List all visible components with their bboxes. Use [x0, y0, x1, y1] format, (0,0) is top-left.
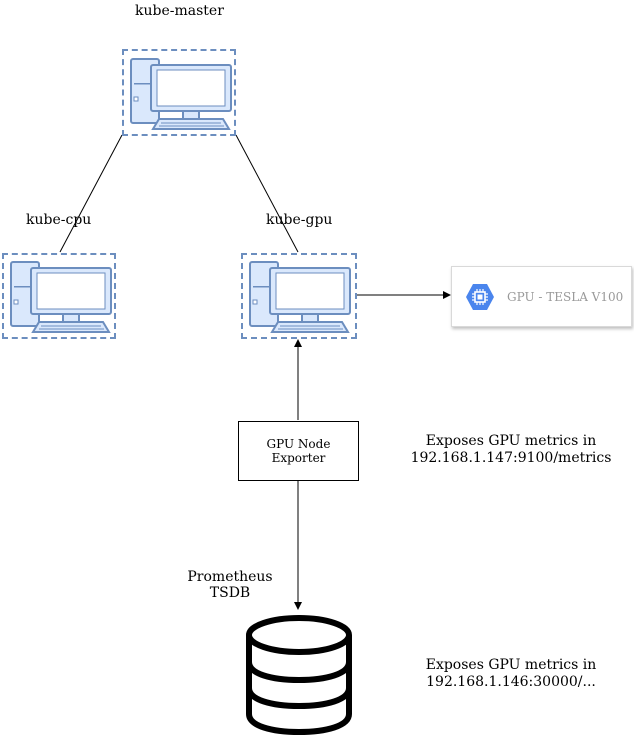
prometheus-note-line1: Exposes GPU metrics in	[425, 657, 597, 673]
gpu-node-label: kube-gpu	[266, 212, 333, 228]
exporter-note-line1: Exposes GPU metrics in	[425, 433, 597, 449]
exporter-label-line2: Exporter	[271, 451, 326, 465]
gpu-device-card[interactable]: GPU - TESLA V100	[451, 266, 632, 327]
gcp-chip-icon	[466, 283, 494, 310]
prometheus-label: Prometheus TSDB	[180, 569, 280, 601]
cpu-label: kube-cpu	[26, 212, 92, 228]
exporter-label-line1: GPU Node	[266, 437, 331, 451]
database-icon[interactable]	[244, 614, 354, 736]
gpu-node[interactable]	[241, 253, 357, 339]
prometheus-label-line2: TSDB	[209, 585, 251, 601]
edge-master-cpu	[59, 134, 123, 253]
computer-icon	[130, 58, 232, 130]
exporter-note: Exposes GPU metrics in 192.168.1.147:910…	[400, 433, 622, 467]
master-label: kube-master	[135, 3, 224, 19]
exporter-note-line2: 192.168.1.147:9100/metrics	[410, 450, 612, 466]
gpu-device-label: GPU - TESLA V100	[507, 289, 624, 304]
prometheus-note: Exposes GPU metrics in 192.168.1.146:300…	[400, 657, 622, 691]
prometheus-note-line2: 192.168.1.146:30000/...	[426, 674, 596, 690]
prometheus-label-line1: Prometheus	[187, 569, 273, 585]
computer-icon	[10, 261, 112, 333]
master-node[interactable]	[122, 49, 236, 136]
gpu-node-exporter[interactable]: GPU Node Exporter	[238, 421, 359, 481]
edge-master-gpu	[235, 134, 299, 253]
cpu-node[interactable]	[2, 253, 116, 339]
computer-icon	[249, 261, 351, 333]
